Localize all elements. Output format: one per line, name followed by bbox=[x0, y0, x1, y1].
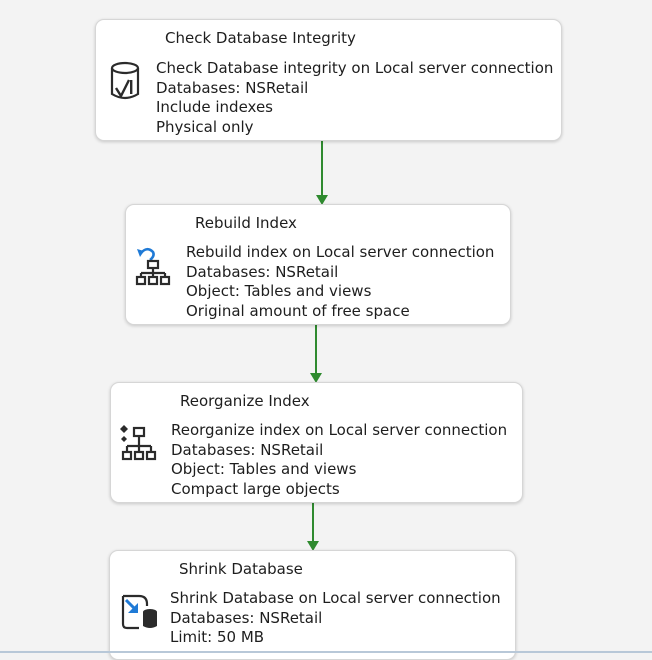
task-details: Check Database integrity on Local server… bbox=[156, 59, 553, 137]
task-shrink-database[interactable]: Shrink Database Shrink Database on Local… bbox=[109, 550, 516, 660]
task-detail-line: Original amount of free space bbox=[186, 301, 410, 320]
designer-bottom-border bbox=[0, 651, 652, 653]
database-check-icon bbox=[110, 61, 140, 100]
task-detail-line: Physical only bbox=[156, 117, 254, 136]
task-title: Shrink Database bbox=[179, 560, 303, 578]
task-detail-line: Databases: NSRetail bbox=[186, 262, 339, 281]
task-title: Rebuild Index bbox=[195, 214, 297, 232]
task-detail-line: Include indexes bbox=[156, 98, 273, 116]
task-detail-line: Limit: 50 MB bbox=[170, 628, 265, 646]
task-reorganize-index[interactable]: Reorganize Index Reorganize index on Loc… bbox=[110, 382, 523, 503]
task-detail-line: Rebuild index on Local server connection bbox=[186, 243, 495, 261]
shrink-database-icon bbox=[121, 594, 157, 630]
task-detail-line: Object: Tables and views bbox=[186, 282, 372, 300]
task-detail-line: Databases: NSRetail bbox=[170, 608, 323, 627]
task-detail-line: Databases: NSRetail bbox=[171, 440, 324, 459]
task-rebuild-index[interactable]: Rebuild Index Rebuild index on Local ser… bbox=[125, 204, 511, 325]
task-detail-line: Check Database integrity on Local server… bbox=[156, 59, 554, 77]
task-detail-line: Object: Tables and views bbox=[171, 460, 357, 478]
task-detail-line: Reorganize index on Local server connect… bbox=[171, 421, 508, 439]
task-detail-line: Shrink Database on Local server connecti… bbox=[170, 589, 501, 607]
task-detail-line: Compact large objects bbox=[171, 479, 340, 498]
task-details: Shrink Database on Local server connecti… bbox=[170, 589, 501, 648]
task-title: Check Database Integrity bbox=[165, 29, 356, 47]
task-title: Reorganize Index bbox=[180, 392, 310, 410]
task-details: Rebuild index on Local server connection… bbox=[186, 243, 494, 321]
task-details: Reorganize index on Local server connect… bbox=[171, 421, 507, 499]
task-check-database-integrity[interactable]: Check Database Integrity Check Database … bbox=[95, 19, 562, 141]
reorganize-index-icon bbox=[120, 425, 157, 461]
rebuild-index-icon bbox=[135, 247, 171, 286]
task-detail-line: Databases: NSRetail bbox=[156, 78, 309, 97]
